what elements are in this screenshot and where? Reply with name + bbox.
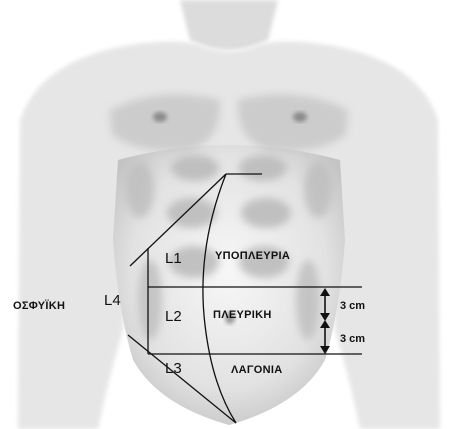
neck [180, 0, 278, 50]
region-label-lumbar: ΟΣΦΥΪΚΗ [13, 299, 65, 312]
region-label-lateral: ΠΛΕΥΡΙΚΗ [213, 309, 272, 321]
zone-label-l3: L3 [165, 360, 182, 377]
region-label-iliac: ΛΑΓΟΝΙΑ [231, 364, 283, 376]
measure-label-upper: 3 cm [340, 300, 365, 312]
left-nipple [153, 112, 167, 122]
measure-label-lower: 3 cm [340, 333, 365, 345]
torso-illustration [18, 0, 440, 429]
zone-label-l1: L1 [165, 250, 182, 267]
zone-label-l2: L2 [165, 308, 182, 325]
right-nipple [293, 112, 307, 122]
region-label-hypochondriac: ΥΠΟΠΛΕΥΡΙΑ [215, 250, 290, 262]
zone-label-l4: L4 [104, 292, 121, 309]
